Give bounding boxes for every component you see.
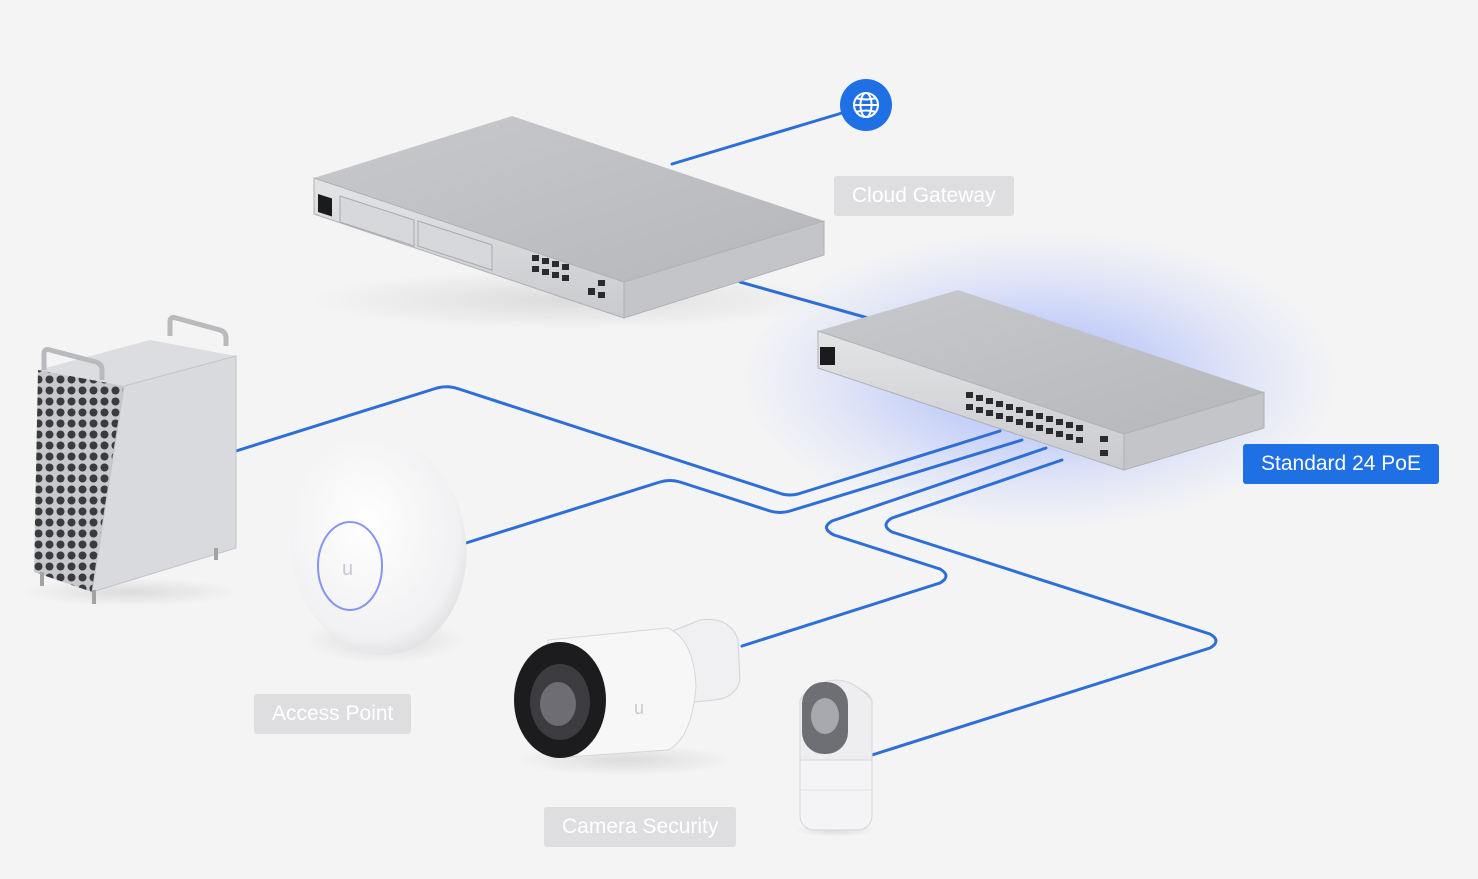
access-point-label[interactable]: Access Point bbox=[254, 694, 412, 734]
camera-security-label[interactable]: Camera Security bbox=[544, 807, 737, 847]
cable-dome-camera bbox=[870, 458, 1218, 757]
cloud-gateway-label[interactable]: Cloud Gateway bbox=[834, 176, 1014, 216]
bullet-camera-device[interactable]: u bbox=[514, 618, 741, 776]
switch-device[interactable] bbox=[817, 290, 1265, 471]
dome-camera-device[interactable] bbox=[795, 679, 875, 837]
cable-bullet-camera bbox=[740, 446, 1048, 648]
workstation-device[interactable] bbox=[20, 315, 240, 607]
standard-24-poe-label[interactable]: Standard 24 PoE bbox=[1243, 444, 1439, 484]
cloud-gateway-device[interactable] bbox=[310, 116, 830, 330]
access-point-device[interactable]: u bbox=[276, 424, 481, 666]
gateway-ports bbox=[532, 255, 605, 298]
globe-icon[interactable] bbox=[840, 79, 892, 131]
ubiquiti-u-logo: u bbox=[634, 698, 644, 718]
cable-workstation bbox=[234, 385, 1002, 497]
ubiquiti-u-logo: u bbox=[342, 558, 353, 580]
cable-access-point bbox=[464, 438, 1024, 545]
cable-internet bbox=[670, 111, 844, 166]
switch-ports bbox=[966, 392, 1108, 456]
cable-group bbox=[234, 111, 1218, 757]
